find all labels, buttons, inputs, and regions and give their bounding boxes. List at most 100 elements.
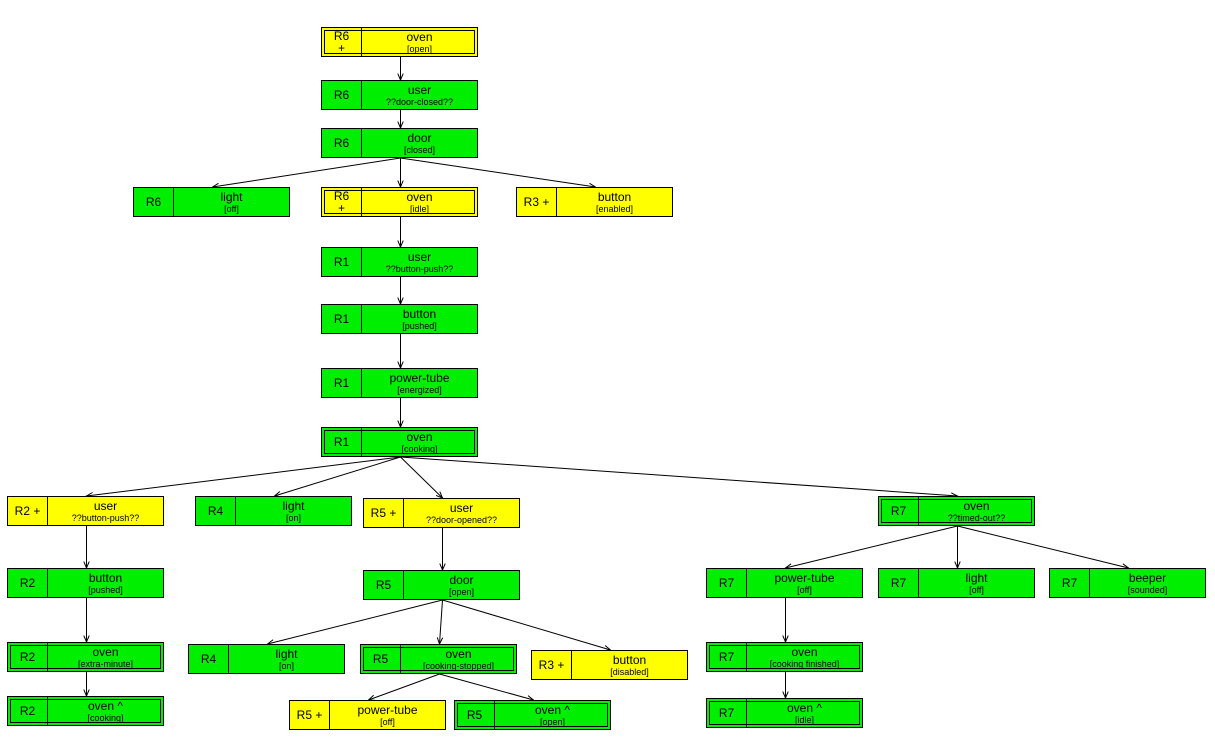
node-body: oven[extra-minute] bbox=[48, 643, 163, 671]
requirement-tag: R6 bbox=[322, 129, 362, 157]
node-body: user??door-opened?? bbox=[404, 499, 519, 527]
node-body: button[pushed] bbox=[48, 569, 163, 597]
component-name: light bbox=[282, 498, 305, 513]
behavior-label: [idle] bbox=[409, 203, 429, 214]
connector-line bbox=[274, 456, 401, 497]
requirement-tag: R2 + bbox=[8, 497, 48, 525]
node-body: oven[cooking finished] bbox=[747, 643, 862, 671]
requirement-tag: R5 bbox=[455, 701, 495, 729]
behavior-label: ??door-opened?? bbox=[425, 514, 498, 525]
component-name: user bbox=[407, 82, 432, 97]
component-name: power-tube bbox=[389, 370, 450, 385]
tree-node-user: R2 +user??button-push?? bbox=[7, 496, 164, 526]
behavior-label: [pushed] bbox=[402, 320, 437, 331]
component-name: oven ^ bbox=[88, 698, 123, 713]
component-name: door bbox=[449, 572, 474, 587]
requirement-tag: R2 bbox=[8, 697, 48, 725]
requirement-tag: R6 + bbox=[322, 28, 362, 56]
behavior-label: ??door-closed?? bbox=[385, 96, 454, 107]
node-body: oven[open] bbox=[362, 28, 477, 56]
component-name: light bbox=[220, 189, 243, 204]
requirement-tag: R3 + bbox=[532, 651, 572, 679]
node-body: power-tube[off] bbox=[747, 569, 862, 597]
tree-node-button: R3 +button[disabled] bbox=[531, 650, 688, 680]
node-body: user??door-closed?? bbox=[362, 81, 477, 109]
requirement-tag: R6 + bbox=[322, 188, 362, 216]
connector-line bbox=[400, 456, 443, 499]
connector-line bbox=[439, 673, 534, 701]
component-name: beeper bbox=[1128, 570, 1167, 585]
behavior-label: [enabled] bbox=[595, 203, 634, 214]
requirement-tag: R5 + bbox=[290, 701, 330, 729]
behavior-label: [extra-minute] bbox=[77, 658, 134, 669]
requirement-tag: R1 bbox=[322, 305, 362, 333]
requirement-tag: R7 bbox=[707, 643, 747, 671]
connector-line bbox=[442, 599, 611, 651]
node-body: light[on] bbox=[229, 645, 344, 673]
component-name: door bbox=[407, 130, 432, 145]
component-name: power-tube bbox=[357, 702, 418, 717]
node-body: power-tube[energized] bbox=[362, 369, 477, 397]
component-name: oven ^ bbox=[535, 702, 570, 717]
node-body: oven ^[cooking] bbox=[48, 697, 163, 725]
requirement-tag: R4 bbox=[196, 497, 236, 525]
component-name: oven bbox=[445, 646, 472, 661]
requirement-tag: R6 bbox=[134, 188, 174, 216]
requirement-tag: R3 + bbox=[517, 188, 557, 216]
component-name: oven bbox=[791, 644, 818, 659]
requirement-tag: R1 bbox=[322, 369, 362, 397]
component-name: user bbox=[407, 249, 432, 264]
behavior-label: [sounded] bbox=[1127, 584, 1168, 595]
behavior-label: [on] bbox=[278, 660, 294, 671]
requirement-tag: R5 + bbox=[364, 499, 404, 527]
behavior-label: [energized] bbox=[397, 384, 442, 395]
node-body: user??button-push?? bbox=[362, 248, 477, 276]
node-body: door[closed] bbox=[362, 129, 477, 157]
connector-line bbox=[267, 599, 443, 645]
requirement-tag: R7 bbox=[707, 569, 747, 597]
behavior-label: [open] bbox=[448, 586, 475, 597]
behavior-label: [off] bbox=[380, 716, 395, 727]
behavior-label: [cooking] bbox=[401, 443, 438, 454]
component-name: user bbox=[449, 500, 474, 515]
tree-node-oven: R6 +oven[open] bbox=[321, 27, 478, 57]
node-body: oven ^[idle] bbox=[747, 699, 862, 727]
requirement-tag: R2 bbox=[8, 643, 48, 671]
requirement-tag: R7 bbox=[707, 699, 747, 727]
node-body: light[off] bbox=[174, 188, 289, 216]
requirement-tag: R6 bbox=[322, 81, 362, 109]
tree-node-oven: R6 +oven[idle] bbox=[321, 187, 478, 217]
requirement-tag: R2 bbox=[8, 569, 48, 597]
behavior-label: [off] bbox=[797, 584, 812, 595]
component-name: button bbox=[88, 570, 123, 585]
behavior-label: [open] bbox=[406, 43, 433, 54]
component-name: oven bbox=[406, 429, 433, 444]
behavior-label: ??timed-out?? bbox=[947, 512, 1006, 523]
component-name: button bbox=[612, 652, 647, 667]
behavior-label: [cooking-stopped] bbox=[422, 660, 495, 671]
behavior-label: [off] bbox=[224, 203, 239, 214]
component-name: light bbox=[965, 570, 988, 585]
behavior-label: [idle] bbox=[794, 714, 814, 725]
connector-line bbox=[368, 673, 440, 701]
node-body: button[disabled] bbox=[572, 651, 687, 679]
connector-line bbox=[212, 157, 401, 188]
